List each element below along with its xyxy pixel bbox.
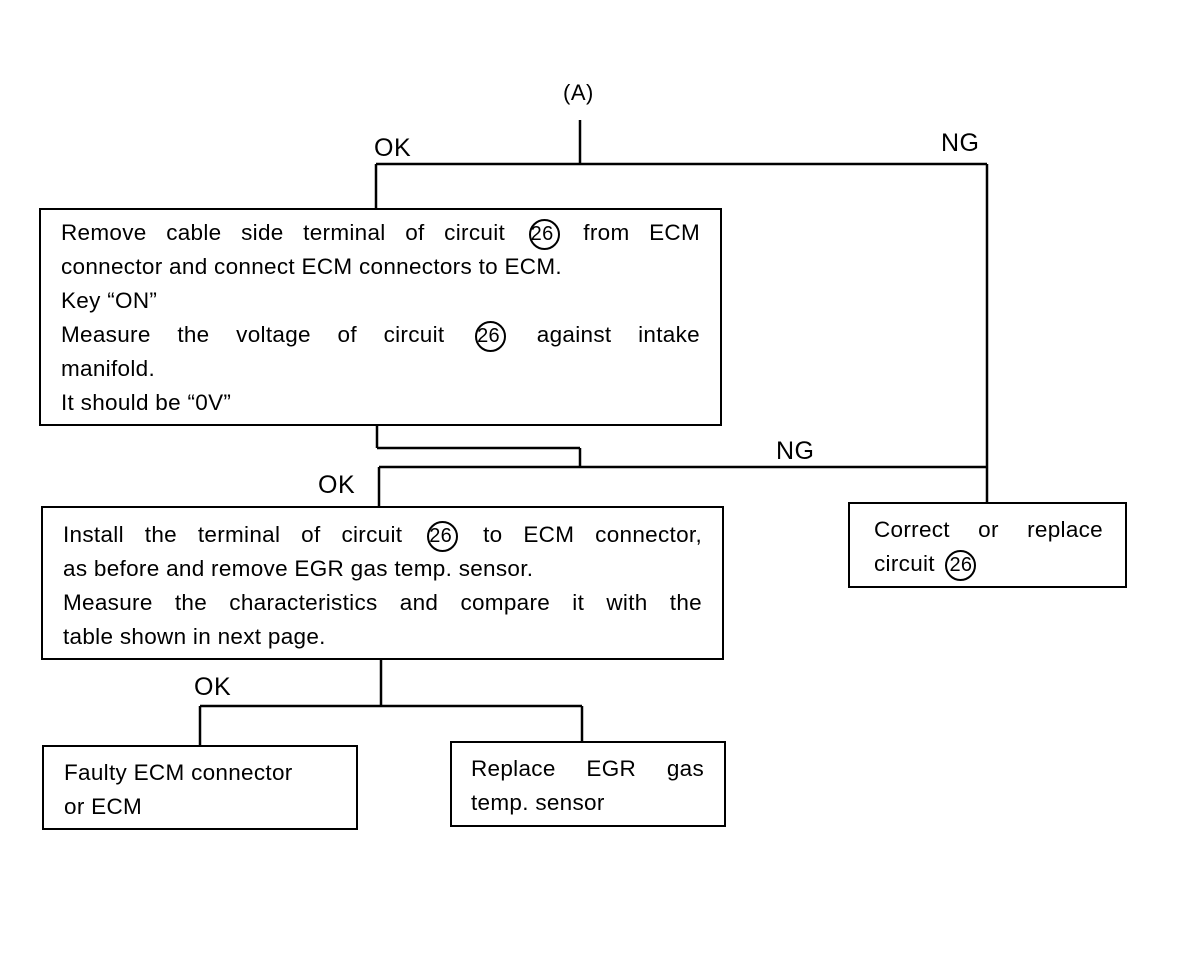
- circuit-26-marker: 26: [427, 520, 459, 552]
- ok-bottom-label: OK: [194, 673, 232, 701]
- ng-mid-label: NG: [776, 437, 815, 465]
- step1-line-6: It should be “0V”: [61, 390, 232, 415]
- replace-line-1: Replace EGR gas: [471, 756, 704, 781]
- replace-line-2: temp. sensor: [471, 790, 605, 815]
- circuit-26-marker: 26: [528, 218, 560, 250]
- step1-line-5: manifold.: [61, 356, 155, 381]
- step1-line-1: Remove cable side terminal of circuit 26…: [61, 216, 700, 250]
- step2-box: Install the terminal of circuit 26 to EC…: [41, 506, 724, 660]
- correct-line-2: circuit 26: [874, 547, 1103, 581]
- ok-mid-label: OK: [318, 471, 356, 499]
- ok-top-label: OK: [374, 134, 412, 162]
- step1-line-4: Measure the voltage of circuit 26 agains…: [61, 318, 700, 352]
- step1-box: Remove cable side terminal of circuit 26…: [39, 208, 722, 426]
- step1-line-2: connector and connect ECM connectors to …: [61, 254, 562, 279]
- step2-line-1: Install the terminal of circuit 26 to EC…: [63, 518, 702, 552]
- replace-sensor-box: Replace EGR gas temp. sensor: [450, 741, 726, 827]
- entry-label: (A): [563, 80, 594, 105]
- correct-or-replace-box: Correct or replace circuit 26: [848, 502, 1127, 588]
- faulty-line-2: or ECM: [64, 794, 143, 819]
- correct-line-1: Correct or replace: [874, 517, 1103, 542]
- faulty-line-1: Faulty ECM connector: [64, 760, 293, 785]
- faulty-ecm-box: Faulty ECM connector or ECM: [42, 745, 358, 830]
- step2-line-2: as before and remove EGR gas temp. senso…: [63, 556, 534, 581]
- circuit-26-marker: 26: [945, 549, 977, 581]
- ng-top-label: NG: [941, 129, 980, 157]
- step1-line-3: Key “ON”: [61, 288, 158, 313]
- step2-line-4: table shown in next page.: [63, 624, 326, 649]
- step2-line-3: Measure the characteristics and compare …: [63, 590, 702, 615]
- circuit-26-marker: 26: [475, 320, 507, 352]
